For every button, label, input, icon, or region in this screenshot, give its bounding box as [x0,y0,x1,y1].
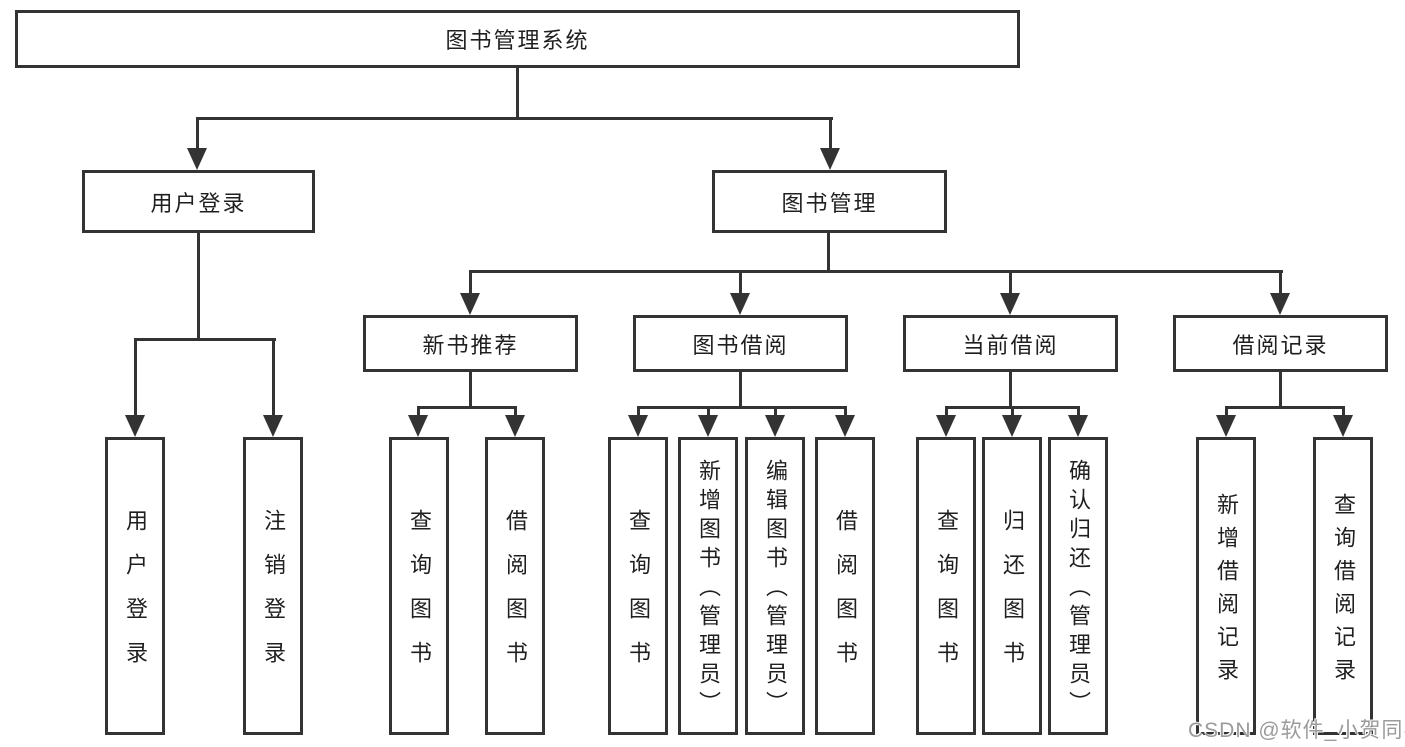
leaf-add-borrow-record-label: 新增借阅记录 [1214,492,1239,691]
arrow-down-icon [820,148,840,170]
connector-line [1225,406,1345,409]
node-root-label: 图书管理系统 [445,28,590,53]
leaf-return-books-label: 归还图书 [1000,509,1025,685]
connector-line [417,406,420,417]
arrow-down-icon [1333,415,1353,437]
connector-line [516,66,519,120]
arrow-down-icon [628,415,648,437]
connector-line [134,338,137,416]
connector-line [417,406,517,409]
leaf-add-borrow-record: 新增借阅记录 [1196,437,1256,735]
connector-line [945,406,948,417]
leaf-logout-label: 注销登录 [261,509,286,685]
leaf-borrow-books-recommend-label: 借阅图书 [503,509,528,685]
connector-line [469,270,1283,273]
arrow-down-icon [505,415,525,437]
arrow-down-icon [936,415,956,437]
node-user-login: 用户登录 [82,170,315,233]
arrow-down-icon [125,415,145,437]
arrow-down-icon [187,148,207,170]
leaf-logout: 注销登录 [243,437,303,735]
node-borrowing-records-label: 借阅记录 [1232,332,1329,358]
connector-line [739,270,742,295]
leaf-user-login: 用户登录 [105,437,165,735]
connector-line [1009,372,1012,409]
connector-line [196,117,833,120]
connector-line [196,117,199,151]
node-book-borrowing: 图书借阅 [633,315,848,372]
leaf-add-book-admin-label: 新增图书（管理员） [696,459,721,720]
connector-line [469,270,472,295]
arrow-down-icon [698,415,718,437]
connector-line [1342,406,1345,417]
arrow-down-icon [263,415,283,437]
arrow-down-icon [1000,293,1020,315]
connector-line [739,372,742,409]
connector-line [1077,406,1080,417]
connector-line [272,338,275,416]
leaf-borrow-books-borrowing: 借阅图书 [815,437,875,735]
arrow-down-icon [460,293,480,315]
connector-line [1225,406,1228,417]
leaf-add-book-admin: 新增图书（管理员） [678,437,738,735]
connector-line [827,233,830,273]
connector-line [707,406,710,417]
leaf-query-books-current: 查询图书 [916,437,976,735]
leaf-edit-book-admin-label: 编辑图书（管理员） [763,459,788,720]
leaf-return-books: 归还图书 [982,437,1042,735]
connector-line [1279,372,1282,409]
arrow-down-icon [1270,293,1290,315]
connector-line [1279,270,1282,295]
node-root: 图书管理系统 [15,10,1020,68]
arrow-down-icon [765,415,785,437]
leaf-query-books-current-label: 查询图书 [934,509,959,685]
arrow-down-icon [835,415,855,437]
leaf-query-borrow-record-label: 查询借阅记录 [1331,492,1356,691]
connector-line [829,117,832,151]
connector-line [1011,406,1014,417]
arrow-down-icon [1002,415,1022,437]
csdn-watermark: CSDN @软件_小贺同学 [1188,719,1405,742]
node-book-borrowing-label: 图书借阅 [692,332,789,358]
arrow-down-icon [1068,415,1088,437]
node-book-management: 图书管理 [712,170,947,233]
leaf-confirm-return-admin: 确认归还（管理员） [1048,437,1108,735]
connector-line [197,233,200,341]
connector-line [134,338,276,341]
leaf-borrow-books-borrowing-label: 借阅图书 [833,509,858,685]
leaf-query-books-recommend: 查询图书 [389,437,449,735]
connector-line [514,406,517,417]
connector-line [1009,270,1012,295]
node-user-login-label: 用户登录 [150,190,247,216]
arrow-down-icon [408,415,428,437]
connector-line [469,372,472,409]
leaf-borrow-books-recommend: 借阅图书 [485,437,545,735]
leaf-query-books-borrowing: 查询图书 [608,437,668,735]
leaf-confirm-return-admin-label: 确认归还（管理员） [1066,459,1091,720]
connector-line [774,406,777,417]
node-borrowing-records: 借阅记录 [1173,315,1388,372]
connector-line [637,406,847,409]
leaf-user-login-label: 用户登录 [123,509,148,685]
arrow-down-icon [730,293,750,315]
arrow-down-icon [1216,415,1236,437]
node-new-book-recommendation-label: 新书推荐 [422,332,519,358]
node-current-borrowing-label: 当前借阅 [962,332,1059,358]
leaf-query-books-borrowing-label: 查询图书 [626,509,651,685]
node-current-borrowing: 当前借阅 [903,315,1118,372]
node-new-book-recommendation: 新书推荐 [363,315,578,372]
connector-line [844,406,847,417]
node-book-management-label: 图书管理 [781,190,878,216]
leaf-query-borrow-record: 查询借阅记录 [1313,437,1373,735]
leaf-edit-book-admin: 编辑图书（管理员） [745,437,805,735]
connector-line [637,406,640,417]
leaf-query-books-recommend-label: 查询图书 [407,509,432,685]
